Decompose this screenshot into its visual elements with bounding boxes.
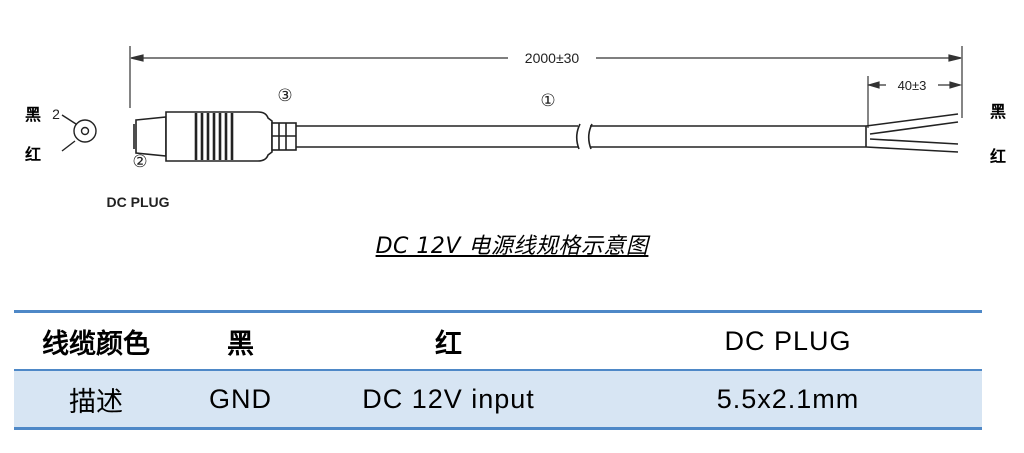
cell-description: 描述: [14, 369, 178, 430]
header-red: 红: [303, 310, 594, 370]
spec-table: 线缆颜色 黑 红 DC PLUG 描述 GND DC 12V input 5.5…: [14, 310, 982, 430]
strip-length-dimension: [866, 76, 963, 128]
cell-dc-input: DC 12V input: [303, 369, 594, 430]
header-black: 黑: [178, 310, 303, 370]
plug-pin-number: 2: [52, 106, 60, 122]
part-body-marker: ③: [277, 86, 292, 105]
cell-gnd: GND: [178, 369, 303, 430]
left-black-label: 黑: [25, 105, 41, 124]
cable: [296, 123, 866, 150]
table-header-row: 线缆颜色 黑 红 DC PLUG: [14, 310, 982, 370]
table-row: 描述 GND DC 12V input 5.5x2.1mm: [14, 369, 982, 430]
cable-diagram: 2000±30 40±3 ① ③ ②: [25, 46, 1006, 210]
left-red-label: 红: [25, 145, 41, 164]
total-length-label: 2000±30: [525, 50, 580, 66]
plug-tip: [135, 116, 167, 157]
diagram-caption: DC 12V 电源线规格示意图: [375, 234, 649, 259]
total-length-dimension: [129, 46, 963, 118]
cell-plug-size: 5.5x2.1mm: [594, 369, 982, 430]
right-red-label: 红: [990, 147, 1006, 166]
right-black-label: 黑: [990, 102, 1006, 121]
part-cable-marker: ①: [540, 91, 555, 110]
cable-split-ends: [865, 113, 959, 153]
plug-label: DC PLUG: [107, 194, 170, 210]
part-plug-marker: ②: [132, 152, 147, 171]
plug-grip: [194, 113, 234, 160]
plug-end-view: [61, 114, 97, 152]
header-dc-plug: DC PLUG: [594, 310, 982, 370]
strip-length-label: 40±3: [898, 78, 927, 93]
header-cable-color: 线缆颜色: [14, 310, 178, 370]
strain-relief: [271, 122, 297, 151]
